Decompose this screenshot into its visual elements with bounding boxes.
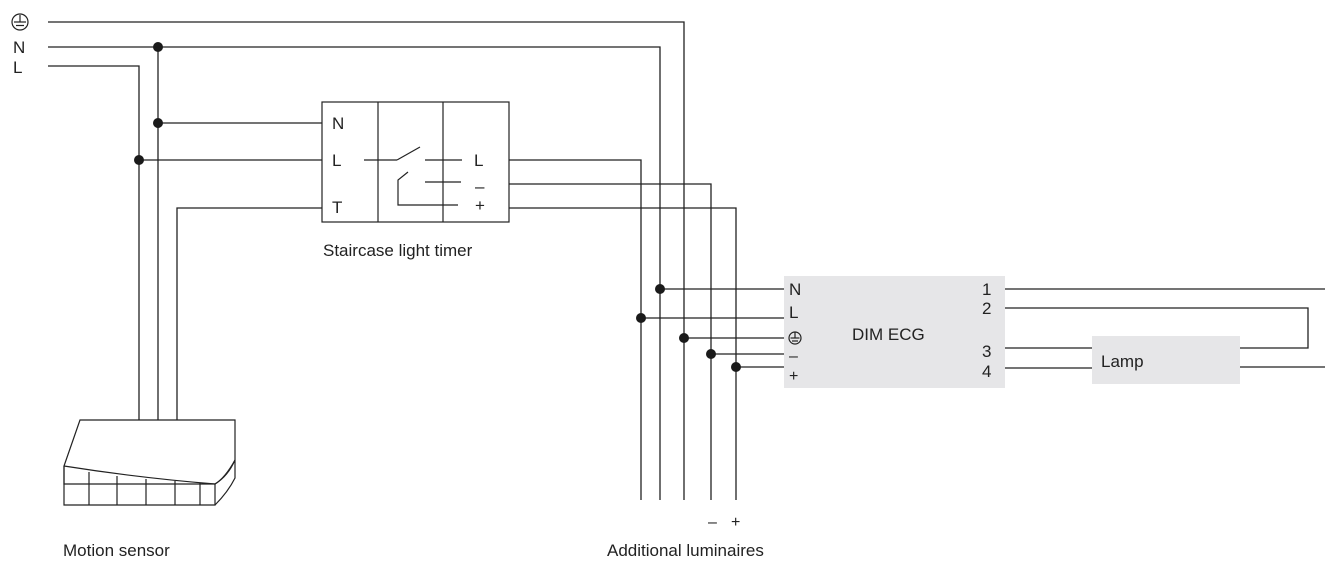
- earth-symbol-ecg: [788, 331, 802, 345]
- ecg-in-n: N: [789, 280, 801, 299]
- timer-out-plus: +: [475, 196, 485, 215]
- timer-l-terminal: L: [332, 151, 341, 170]
- timer-out-l: L: [474, 151, 483, 170]
- ecg-in-plus: +: [789, 368, 798, 385]
- dim-ecg-box: [784, 276, 1005, 388]
- additional-minus: –: [708, 514, 717, 531]
- wire-earth: [48, 21, 685, 500]
- ecg-out-4: 4: [982, 362, 991, 381]
- ecg-in-minus: –: [789, 348, 798, 365]
- wire-dim-minus: [509, 183, 712, 500]
- junction-dot: [153, 42, 163, 52]
- junction-dot: [153, 118, 163, 128]
- lamp-box: [1092, 336, 1240, 384]
- additional-caption: Additional luminaires: [607, 541, 764, 560]
- timer-t-terminal: T: [332, 198, 342, 217]
- junction-dot: [731, 362, 741, 372]
- wire-sensor-t: [176, 207, 322, 420]
- timer-n-terminal: N: [332, 114, 344, 133]
- junction-dot: [706, 349, 716, 359]
- ecg-in-l: L: [789, 303, 798, 322]
- timer-caption: Staircase light timer: [323, 241, 473, 260]
- ecg-out-1: 1: [982, 280, 991, 299]
- ecg-name: DIM ECG: [852, 325, 925, 344]
- earth-symbol-supply: [11, 13, 29, 31]
- wire-dim-plus: [509, 207, 737, 500]
- wire-live: [48, 65, 140, 420]
- supply-l-label: L: [13, 58, 22, 77]
- staircase-timer: [321, 101, 510, 223]
- motion-sensor-icon: [63, 419, 236, 506]
- additional-plus: +: [731, 514, 740, 531]
- ecg-out-2: 2: [982, 299, 991, 318]
- wire-out-2: [1005, 307, 1309, 349]
- sensor-caption: Motion sensor: [63, 541, 170, 560]
- supply-n-label: N: [13, 38, 25, 57]
- lamp-label: Lamp: [1101, 352, 1144, 371]
- junction-dot: [655, 284, 665, 294]
- wire-neutral: [48, 46, 661, 500]
- timer-out-minus: –: [475, 177, 485, 196]
- junction-dot: [134, 155, 144, 165]
- junction-dot: [636, 313, 646, 323]
- junction-dot: [679, 333, 689, 343]
- ecg-out-3: 3: [982, 342, 991, 361]
- wire-switched-live: [509, 159, 642, 500]
